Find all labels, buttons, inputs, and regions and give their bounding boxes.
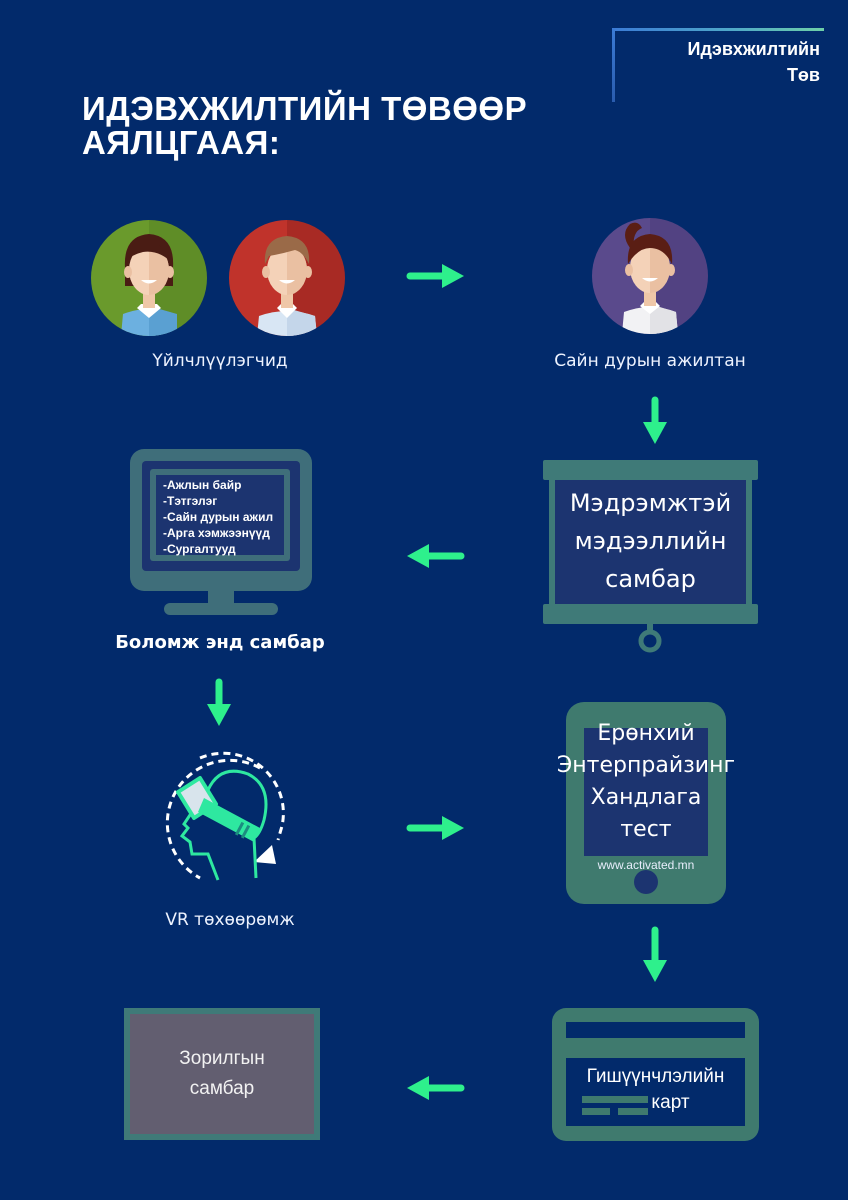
test-title-line: Энтерпрайзинг (556, 753, 736, 778)
opportunity-board: -Ажлын байр -Тэтгэлэг -Сайн дурын ажил -… (130, 449, 312, 617)
avatar-volunteer-icon (592, 218, 708, 334)
vr-headset-icon (160, 750, 290, 889)
goal-board: Зорилгын самбар (124, 1008, 320, 1140)
arrow-down-icon (205, 678, 233, 730)
goal-board-text: Зорилгын самбар (124, 1044, 320, 1104)
test-title-line: тест (620, 817, 672, 842)
info-board-line: мэдээллийн (574, 527, 727, 555)
info-board-line: самбар (605, 565, 696, 593)
brand-top-line (612, 28, 824, 31)
avatar-woman-icon (91, 220, 207, 336)
customers-label: Үйлчлүүлэгчид (152, 351, 288, 371)
title-line-1: ИДЭВХЖИЛТИЙН ТӨВӨӨР (82, 90, 528, 127)
projector-screen-icon (543, 460, 758, 653)
test-title-line: Ерөнхий (597, 721, 695, 746)
monitor-icon (130, 449, 312, 615)
goal-board-line: самбар (189, 1078, 255, 1099)
test-title: Ерөнхий Энтерпрайзинг Хандлага тест (526, 718, 766, 846)
info-board-text: Мэдрэмжтэй мэдээллийн самбар (555, 484, 746, 598)
opportunity-item: -Сургалтууд (163, 542, 236, 556)
opportunity-list: -Ажлын байр -Тэтгэлэг -Сайн дурын ажил -… (163, 477, 273, 557)
opportunity-item: -Тэтгэлэг (163, 494, 218, 508)
page-title: ИДЭВХЖИЛТИЙН ТӨВӨӨР АЯЛЦГААЯ: (82, 92, 602, 160)
membership-card-text: Гишүүнчлэлийн карт (552, 1064, 759, 1116)
membership-card: Гишүүнчлэлийн карт (552, 1008, 759, 1141)
arrow-right-icon (406, 814, 468, 842)
avatar-man-icon (229, 220, 345, 336)
card-icon (552, 1008, 759, 1141)
membership-card-line: Гишүүнчлэлийн (586, 1066, 725, 1087)
arrow-right-icon (406, 262, 468, 290)
brand-line-2: Төв (786, 65, 820, 85)
info-board-line: Мэдрэмжтэй (569, 489, 732, 517)
goal-board-panel (130, 1014, 314, 1134)
brand-frame: Идэвхжилтийн Төв (612, 28, 824, 102)
brand-name: Идэвхжилтийн Төв (688, 36, 820, 88)
arrow-down-icon (641, 396, 669, 448)
info-board: Мэдрэмжтэй мэдээллийн самбар (543, 460, 758, 655)
arrow-left-icon (403, 1074, 465, 1102)
brand-left-line (612, 28, 615, 102)
opportunity-board-label: Боломж энд самбар (115, 632, 325, 653)
opportunity-item: -Арга хэмжээнүүд (163, 526, 270, 540)
test-url[interactable]: www.activated.mn (597, 858, 695, 872)
volunteer-label: Сайн дурын ажилтан (554, 351, 746, 371)
opportunity-item: -Сайн дурын ажил (163, 510, 274, 524)
title-line-2: АЯЛЦГААЯ: (82, 124, 281, 161)
goal-board-line: Зорилгын (179, 1048, 265, 1069)
test-title-line: Хандлага (590, 785, 702, 810)
brand-line-1: Идэвхжилтийн (687, 39, 820, 59)
tablet-icon (566, 702, 726, 904)
vr-label: VR төхөөрөмж (165, 910, 295, 930)
test-tablet: Ерөнхий Энтерпрайзинг Хандлага тест www.… (557, 702, 735, 904)
arrow-left-icon (403, 542, 465, 570)
membership-card-line: карт (651, 1092, 690, 1113)
opportunity-item: -Ажлын байр (163, 478, 242, 492)
arrow-down-icon (641, 926, 669, 986)
